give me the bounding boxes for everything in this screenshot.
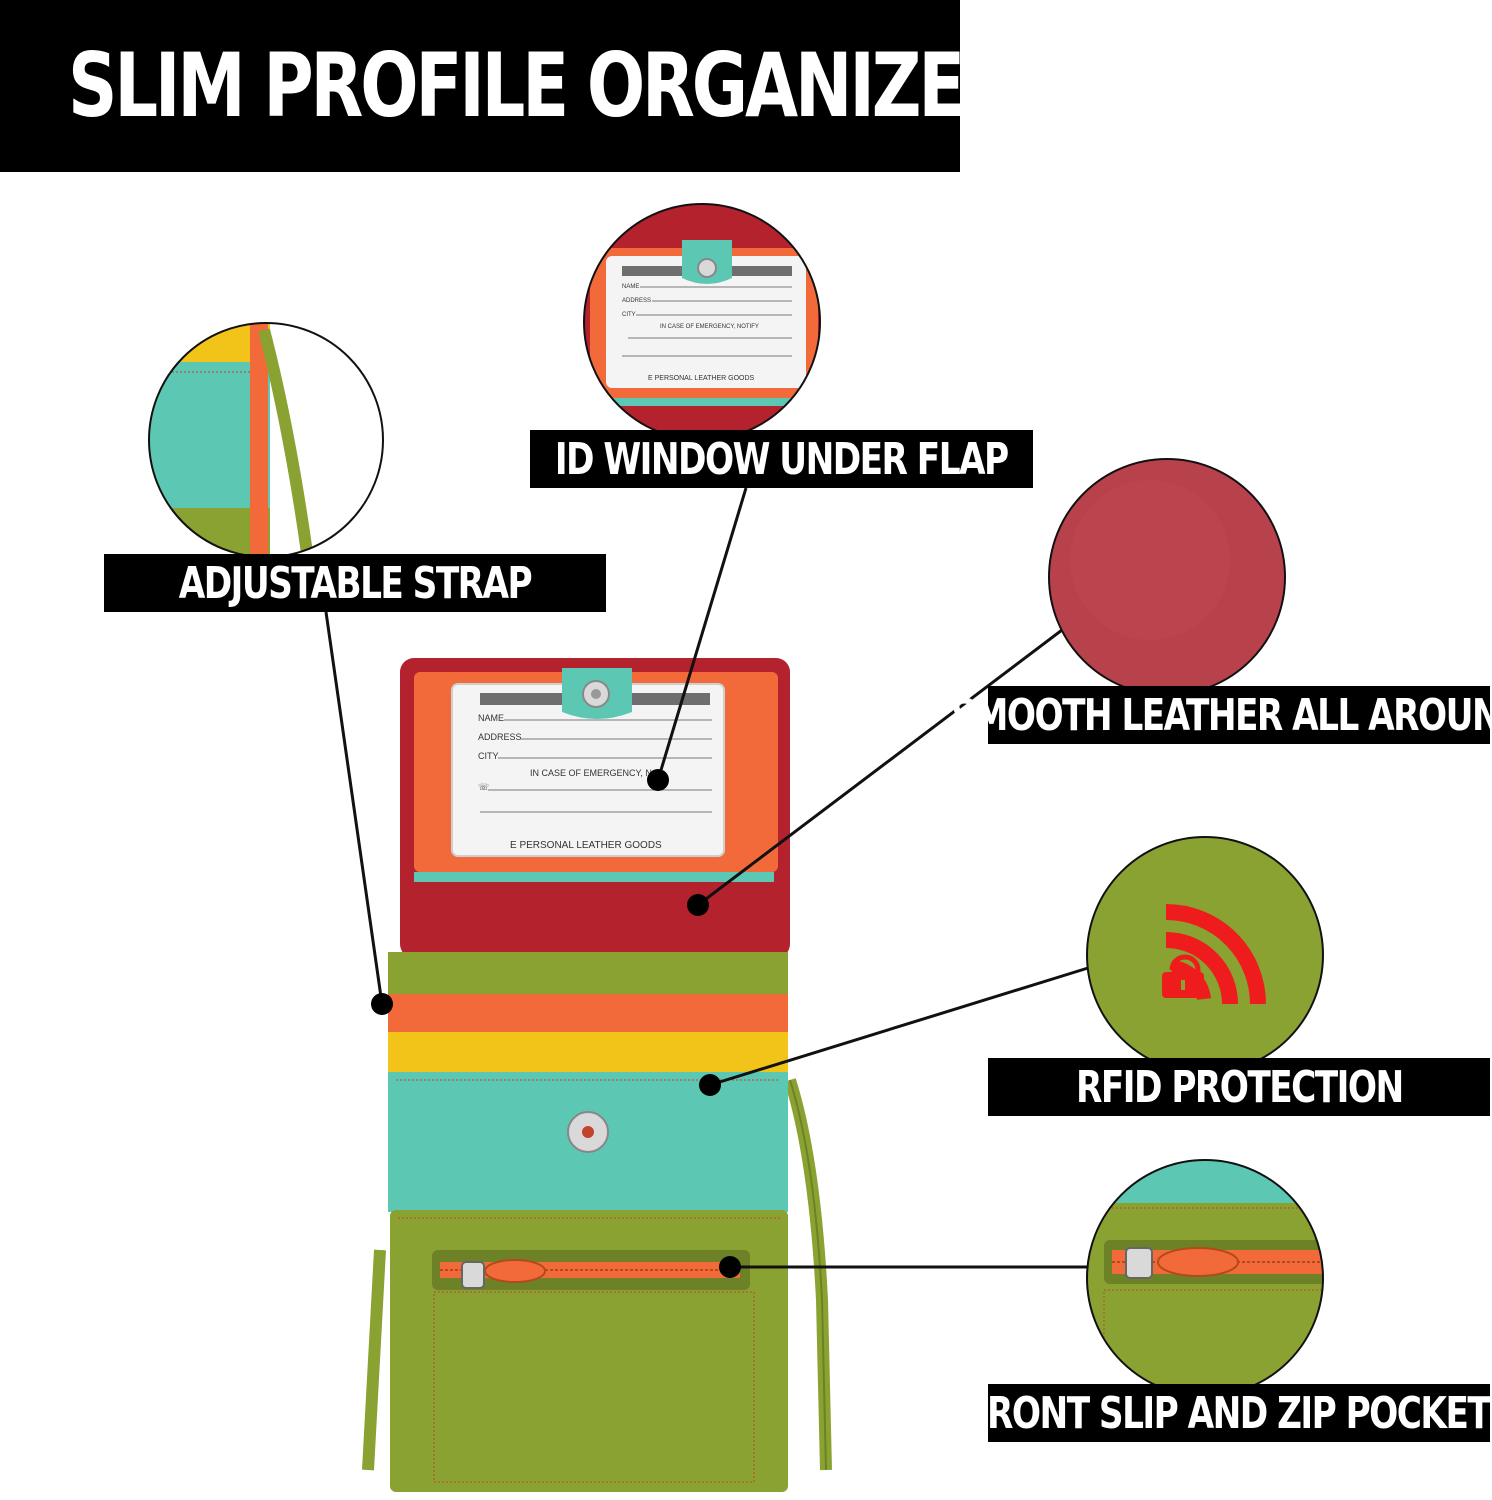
wallet-product: NAME ADDRESS CITY IN CASE OF EMERGENCY, …: [362, 658, 832, 1492]
zoom-id-city: CITY: [622, 312, 636, 318]
zoom-id-address: ADDRESS: [622, 298, 651, 304]
zoom-rfid: [1086, 836, 1324, 1074]
label-rfid-text: RFID PROTECTION: [1075, 1061, 1404, 1113]
zoom-zip-pocket: [1086, 1159, 1324, 1397]
zoom-id-emergency: IN CASE OF EMERGENCY, NOTIFY: [660, 324, 759, 330]
label-pockets-text: FRONT SLIP AND ZIP POCKETS: [965, 1387, 1492, 1439]
page-title: SLIM PROFILE ORGANIZER: [68, 34, 1015, 137]
zoom-strap: [148, 322, 384, 558]
label-id-window-text: ID WINDOW UNDER FLAP: [555, 433, 1009, 485]
zoom-id-name: NAME: [622, 284, 639, 290]
zoom-leather: [1048, 458, 1286, 696]
label-smooth-leather-text: SMOOTH LEATHER ALL AROUND: [951, 689, 1492, 741]
label-rfid: RFID PROTECTION: [988, 1058, 1490, 1116]
callout-lines: [324, 487, 1089, 1278]
label-adjustable-strap-text: ADJUSTABLE STRAP: [178, 557, 533, 609]
id-emergency-label: IN CASE OF EMERGENCY, N: [530, 768, 652, 778]
rfid-icon: [1162, 904, 1266, 1005]
title-banner: SLIM PROFILE ORGANIZER: [0, 0, 1015, 172]
id-city-label: CITY: [478, 751, 499, 761]
label-smooth-leather: SMOOTH LEATHER ALL AROUND: [952, 686, 1492, 744]
id-brand-text: E PERSONAL LEATHER GOODS: [510, 840, 662, 851]
label-pockets: FRONT SLIP AND ZIP POCKETS: [965, 1384, 1492, 1442]
id-tel-icon: ☏: [478, 782, 489, 792]
zoom-id-brand: E PERSONAL LEATHER GOODS: [648, 375, 755, 382]
label-id-window: ID WINDOW UNDER FLAP: [530, 430, 1033, 488]
zoom-id-window: NAME ADDRESS CITY IN CASE OF EMERGENCY, …: [583, 203, 821, 441]
label-adjustable-strap: ADJUSTABLE STRAP: [104, 554, 606, 612]
id-address-label: ADDRESS: [478, 732, 522, 742]
id-name-label: NAME: [478, 713, 504, 723]
